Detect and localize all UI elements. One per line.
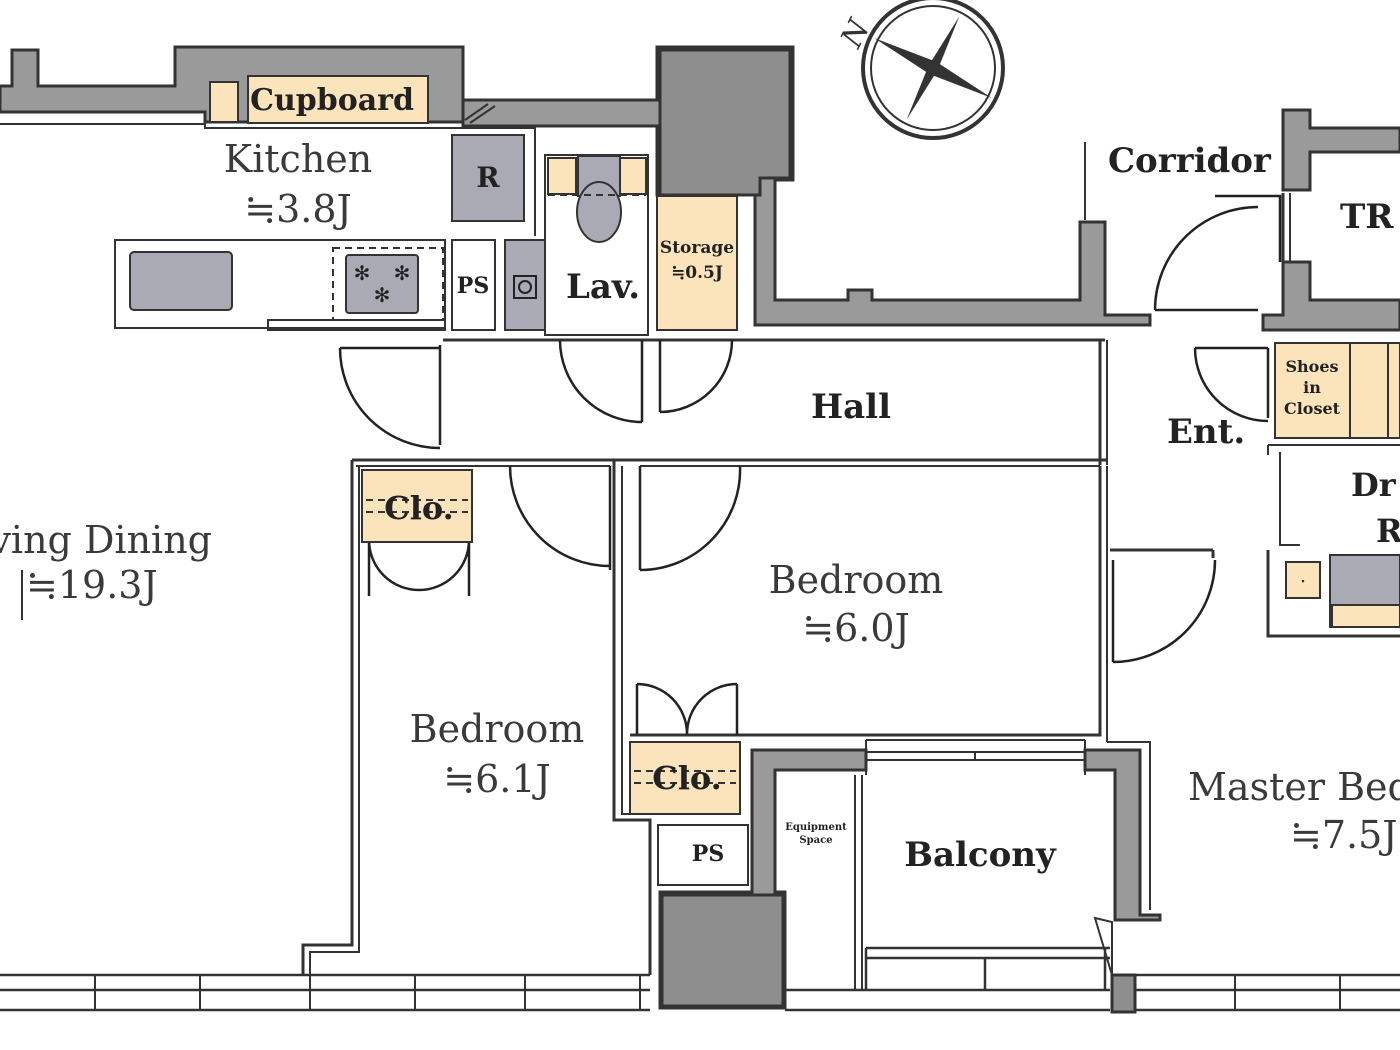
storage-label: Storage bbox=[660, 238, 734, 258]
toilet-room-label: TR bbox=[1340, 197, 1394, 237]
living-dining-label: ving Dining bbox=[0, 518, 212, 562]
balcony-label: Balcony bbox=[904, 835, 1057, 875]
compass-north-label: N bbox=[834, 12, 878, 54]
equipment-label-2: Space bbox=[799, 835, 832, 846]
balcony-area: PS Equipment Space Balcony bbox=[657, 739, 1162, 1010]
toilet-icon bbox=[576, 155, 622, 243]
doors bbox=[338, 194, 1282, 735]
kitchen-label: Kitchen bbox=[224, 137, 373, 181]
living-dining-area: ving Dining ≒19.3J bbox=[0, 518, 212, 620]
equipment-label-1: Equipment bbox=[785, 822, 847, 833]
pipe-space-2-label: PS bbox=[692, 841, 724, 867]
toilet-room-walls bbox=[1261, 108, 1400, 332]
svg-text:✻: ✻ bbox=[394, 263, 411, 285]
dressing-room-label-2: R bbox=[1376, 512, 1400, 550]
interior-walls bbox=[0, 123, 1151, 975]
living-dining-area-label: ≒19.3J bbox=[26, 563, 158, 607]
entrance-area: Shoes in Closet ▪ Dr R bbox=[1110, 342, 1400, 638]
closet-1-label: Clo. bbox=[384, 489, 454, 527]
bedroom-a-label: Bedroom bbox=[410, 707, 585, 751]
svg-text:R: R bbox=[476, 161, 500, 194]
closet-2-label: Clo. bbox=[652, 759, 722, 797]
shoes-label-3: Closet bbox=[1284, 399, 1341, 418]
corridor-label: Corridor bbox=[1108, 141, 1272, 181]
master-bedroom-area-label: ≒7.5J bbox=[1290, 813, 1398, 857]
storage-area-label: ≒0.5J bbox=[671, 263, 723, 283]
stove-icon: ✻ ✻ ✻ bbox=[332, 247, 444, 321]
lavatory-label: Lav. bbox=[566, 267, 640, 307]
kitchen-area-label: ≒3.8J bbox=[244, 187, 352, 231]
svg-text:✻: ✻ bbox=[354, 263, 371, 285]
svg-text:▪: ▪ bbox=[1301, 576, 1304, 586]
pipe-space-label: PS bbox=[457, 273, 489, 299]
bottom-railing bbox=[0, 973, 1400, 1014]
shoes-label-1: Shoes bbox=[1285, 357, 1338, 376]
svg-text:✻: ✻ bbox=[374, 285, 391, 307]
refrigerator: R bbox=[451, 134, 525, 222]
dressing-room-label-1: Dr bbox=[1351, 466, 1397, 504]
utility-row: PS Lav. Storage ≒0.5J bbox=[451, 154, 738, 336]
closets: Clo. Clo. bbox=[361, 469, 741, 815]
kitchen-area: Cupboard ✻ ✻ ✻ R Kitchen ≒3.8J bbox=[129, 75, 525, 321]
compass-icon: N bbox=[834, 0, 1005, 140]
bedroom-b-label: Bedroom bbox=[769, 558, 944, 602]
shoes-label-2: in bbox=[1303, 378, 1321, 397]
bedroom-b-area-label: ≒6.0J bbox=[802, 606, 910, 650]
entrance-label: Ent. bbox=[1167, 412, 1245, 452]
cupboard-label: Cupboard bbox=[250, 83, 414, 118]
bedroom-a-area-label: ≒6.1J bbox=[443, 757, 551, 801]
master-bedroom-label: Master Bed bbox=[1188, 765, 1400, 809]
hall-label: Hall bbox=[811, 387, 891, 427]
room-labels: Bedroom ≒6.1J Bedroom ≒6.0J Master Bed ≒… bbox=[410, 141, 1400, 857]
